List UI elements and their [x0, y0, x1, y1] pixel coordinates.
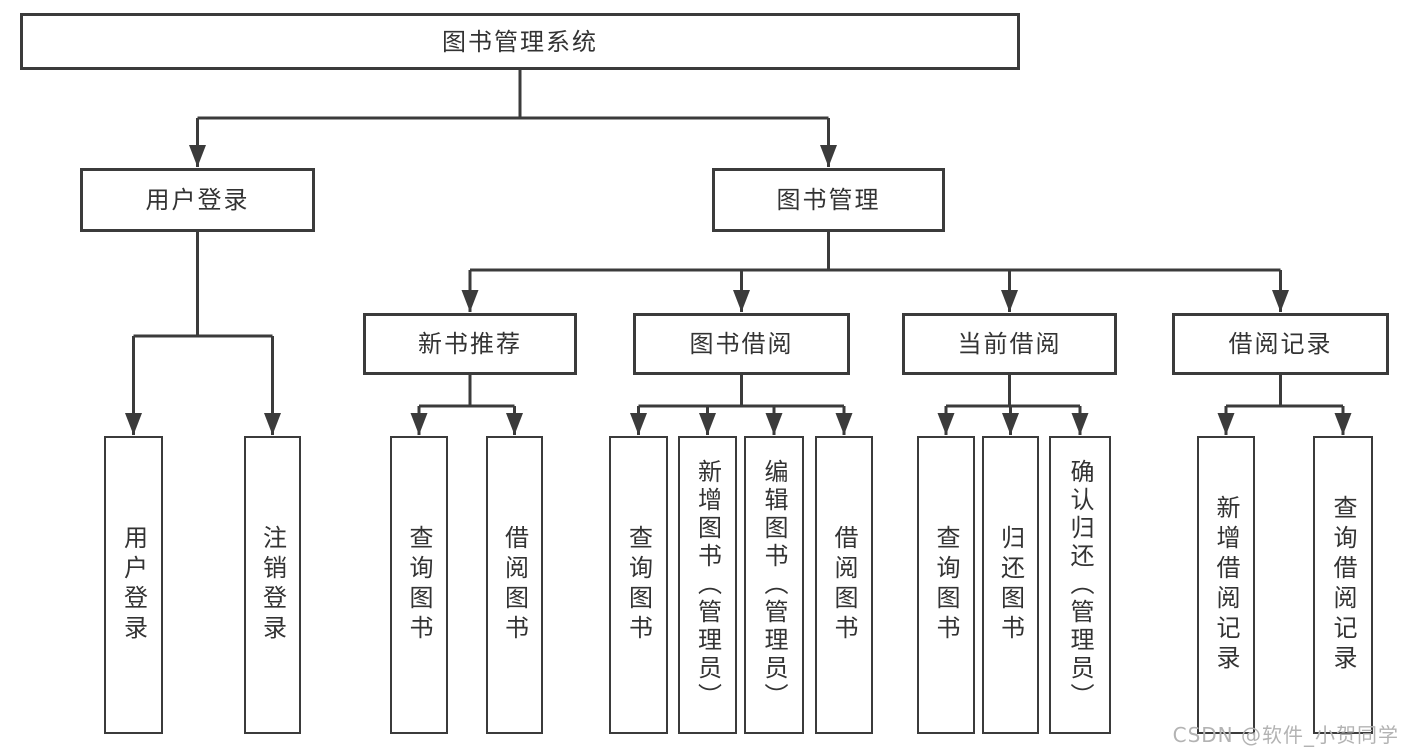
node-current-borrowing: 当前借阅 — [902, 313, 1117, 375]
node-book-borrowing: 图书借阅 — [633, 313, 850, 375]
node-label: 借阅图书 — [500, 525, 529, 645]
node-label: 归还图书 — [996, 525, 1025, 645]
csdn-watermark: CSDN @软件_小贺同学 — [1172, 723, 1399, 747]
node-library-management-system: 图书管理系统 — [20, 13, 1020, 70]
node-book-management: 图书管理 — [712, 168, 945, 232]
leaf-return-books: 归还图书 — [982, 436, 1039, 734]
node-new-book-recommend: 新书推荐 — [363, 313, 577, 375]
node-label: 新增借阅记录 — [1212, 495, 1240, 675]
leaf-edit-books-admin: 编辑图书（管理员） — [744, 436, 804, 734]
node-label: 确认归还（管理员） — [1066, 459, 1094, 711]
node-label: 编辑图书（管理员） — [760, 459, 788, 711]
node-label: 新增图书（管理员） — [693, 459, 722, 711]
node-label: 查询图书 — [405, 525, 433, 645]
node-label: 图书借阅 — [689, 330, 794, 358]
node-label: 图书管理 — [776, 186, 881, 214]
node-label: 借阅图书 — [830, 525, 858, 645]
node-label: 查询借阅记录 — [1329, 495, 1357, 675]
leaf-query-borrow-record: 查询借阅记录 — [1313, 436, 1373, 734]
leaf-query-books-current: 查询图书 — [917, 436, 975, 734]
node-label: 借阅记录 — [1228, 330, 1333, 358]
node-label: 查询图书 — [932, 525, 960, 645]
leaf-borrow-books-recommend: 借阅图书 — [486, 436, 543, 734]
node-label: 用户登录 — [145, 186, 250, 214]
node-label: 注销登录 — [258, 525, 287, 645]
leaf-borrow-books: 借阅图书 — [815, 436, 873, 734]
node-label: 图书管理系统 — [442, 27, 598, 56]
node-borrowing-records: 借阅记录 — [1172, 313, 1389, 375]
leaf-query-books-borrowing: 查询图书 — [609, 436, 668, 734]
node-user-login-group: 用户登录 — [80, 168, 315, 232]
node-label: 新书推荐 — [418, 330, 522, 358]
node-label: 查询图书 — [624, 525, 653, 645]
leaf-add-books-admin: 新增图书（管理员） — [678, 436, 737, 734]
leaf-logout: 注销登录 — [244, 436, 301, 734]
node-label: 用户登录 — [119, 525, 148, 645]
node-label: 当前借阅 — [957, 330, 1062, 358]
leaf-add-borrow-record: 新增借阅记录 — [1197, 436, 1255, 734]
leaf-confirm-return-admin: 确认归还（管理员） — [1049, 436, 1111, 734]
leaf-query-books-recommend: 查询图书 — [390, 436, 448, 734]
leaf-user-login: 用户登录 — [104, 436, 163, 734]
